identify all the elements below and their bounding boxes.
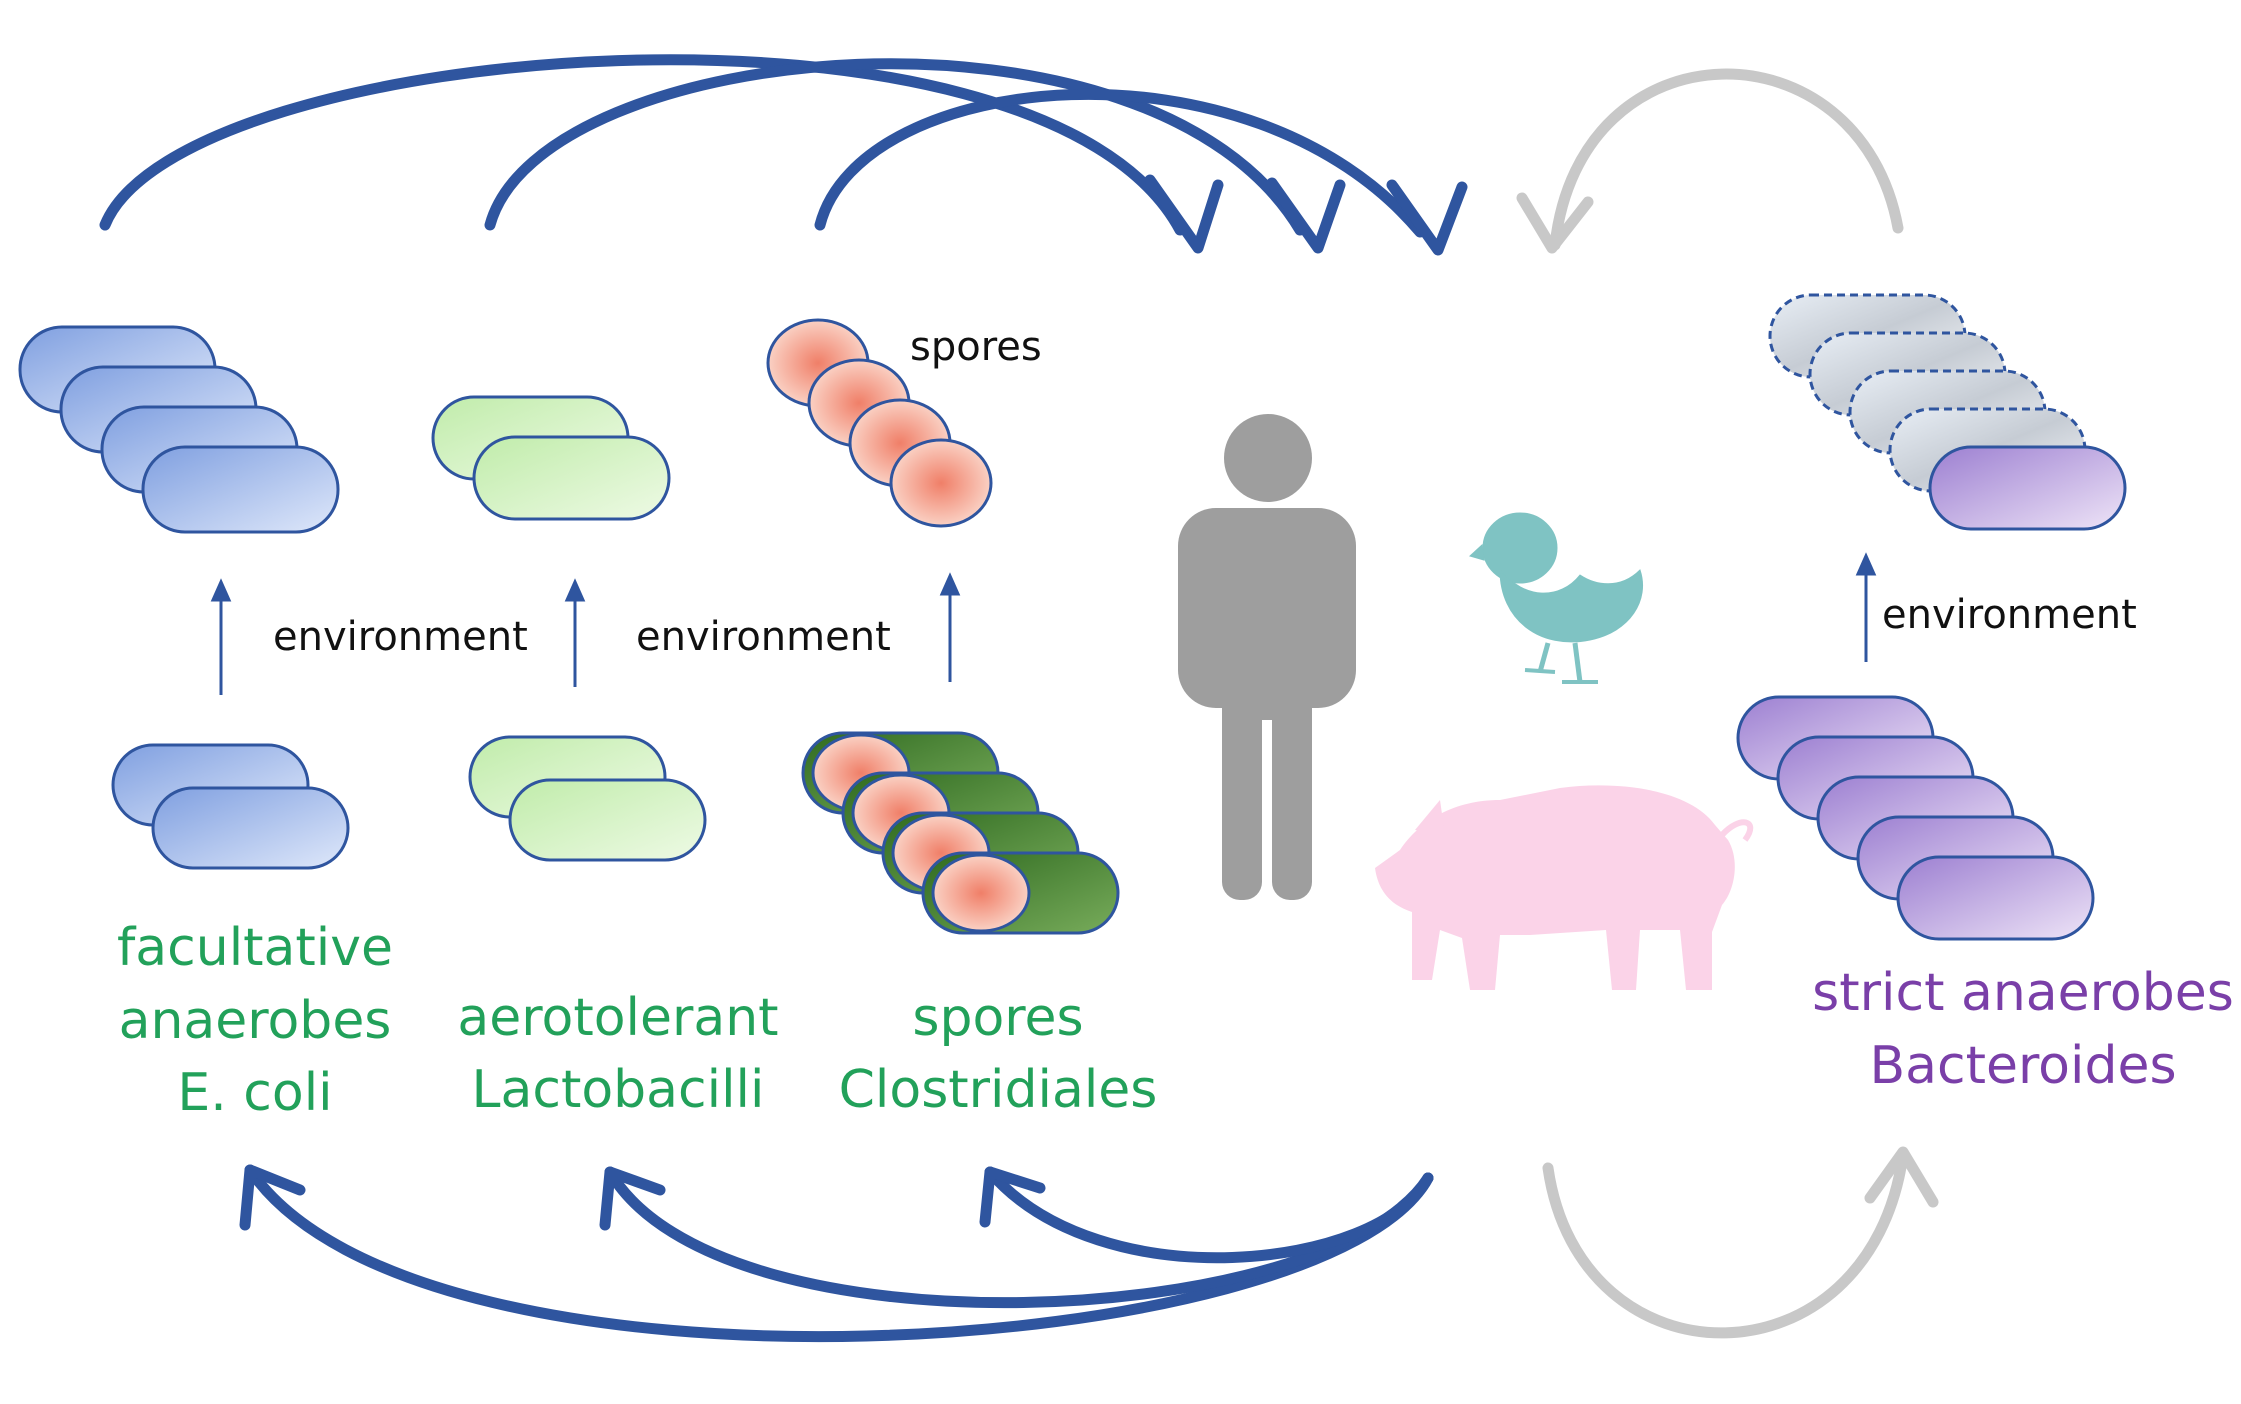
arrow-grey-top (1549, 68, 1904, 251)
lacto-top-stack (431, 395, 671, 521)
ecoli-top-stack (18, 325, 340, 534)
arrow-hosts-to-ecoli-head (239, 1164, 306, 1231)
arrow-hosts-to-spores-head (979, 1166, 1046, 1228)
clostridia-stack (801, 731, 1120, 935)
arrow-spores-to-hosts (814, 88, 1426, 238)
arrow-lacto-to-hosts-head (1266, 177, 1346, 254)
facultative-line2: anaerobes (119, 991, 392, 1051)
environment-label-2: environment (636, 614, 891, 660)
group-label-aerotolerant: aerotolerant Lactobacilli (457, 988, 778, 1120)
grey-arrows (1516, 68, 1939, 1339)
aerotolerant-line1: aerotolerant (457, 988, 778, 1048)
human-icon (1178, 414, 1356, 900)
arrow-grey-top-head (1516, 192, 1594, 254)
group-label-facultative: facultative anaerobes E. coli (117, 918, 393, 1123)
arrow-hosts-to-lacto (604, 1166, 1434, 1309)
group-label-strict: strict anaerobes Bacteroides (1812, 963, 2234, 1096)
arrow-ecoli-to-hosts (99, 54, 1186, 236)
aerotolerant-line2: Lactobacilli (472, 1060, 765, 1120)
facultative-line1: facultative (117, 918, 393, 978)
arrow-grey-bottom (1542, 1149, 1909, 1339)
environment-up-arrows (210, 552, 1877, 695)
bottom-blue-arrows (239, 1164, 1434, 1343)
ecoli-bottom-stack (111, 743, 350, 870)
environment-label-1: environment (273, 614, 528, 660)
strict-line1: strict anaerobes (1812, 963, 2234, 1023)
bacteroides-bottom-stack (1736, 695, 2095, 941)
strict-line2: Bacteroides (1869, 1036, 2176, 1096)
spores-top-label: spores (910, 324, 1042, 370)
chick-icon (1469, 512, 1644, 684)
top-blue-arrows (99, 54, 1468, 256)
spores-top-stack (766, 318, 993, 528)
facultative-line3: E. coli (177, 1063, 332, 1123)
arrow-hosts-to-spores (984, 1166, 1434, 1264)
arrow-ecoli-to-hosts-head (1144, 174, 1224, 254)
environment-label-3: environment (1882, 592, 2137, 638)
arrow-hosts-to-lacto-head (599, 1166, 666, 1231)
arrow-grey-bottom-head (1864, 1146, 1939, 1208)
spores-line1: spores (912, 988, 1083, 1048)
spores-line2: Clostridiales (839, 1060, 1158, 1120)
bacteroides-top-stack (1768, 293, 2127, 531)
pig-icon (1375, 785, 1754, 990)
lacto-bottom-stack (468, 735, 707, 862)
arrow-lacto-to-hosts (484, 58, 1306, 236)
group-label-spores: spores Clostridiales (839, 988, 1158, 1120)
arrow-spores-to-hosts-head (1386, 179, 1468, 256)
